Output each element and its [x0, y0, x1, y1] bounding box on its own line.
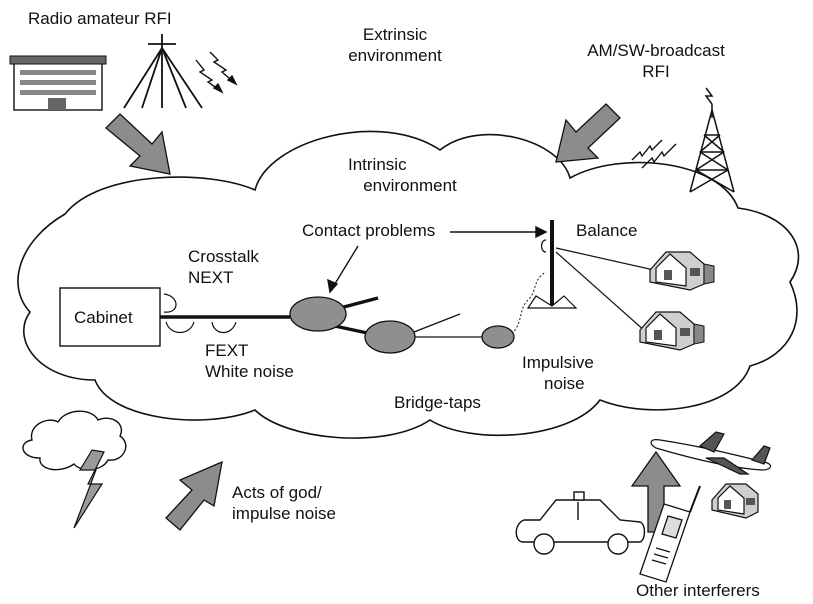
label-am-sw-broadcast: AM/SW-broadcast RFI: [576, 40, 736, 82]
arrow-acts-of-god: [165, 460, 223, 531]
label-next: NEXT: [188, 268, 234, 287]
label-extrinsic-2: environment: [348, 46, 442, 65]
car-icon: [515, 491, 646, 555]
label-noise: noise: [544, 374, 585, 393]
contact-node-2: [364, 320, 416, 354]
broadcast-wave-icon: [631, 139, 677, 169]
contact-node-1: [289, 296, 347, 332]
lightning-bolt-icon: [73, 449, 105, 529]
label-acts-of-god: Acts of god/ impulse noise: [232, 482, 336, 524]
label-bridge-taps: Bridge-taps: [394, 393, 481, 412]
label-impulsive: Impulsive: [522, 353, 594, 372]
mobile-phone-icon: [639, 485, 701, 583]
pointer-arrows: [327, 225, 548, 294]
coupling-arcs: [163, 293, 237, 334]
label-intrinsic-1: Intrinsic: [348, 155, 407, 174]
label-intrinsic-environment: Intrinsic environment: [340, 154, 480, 196]
antenna-mast-icon: [123, 34, 203, 109]
label-radio-amateur: Radio amateur RFI: [28, 9, 172, 28]
label-impulse-noise: impulse noise: [232, 504, 336, 523]
label-extrinsic-1: Extrinsic: [362, 25, 428, 44]
contact-node-3: [481, 325, 515, 349]
building-icon: [9, 55, 107, 111]
intrinsic-environment-cloud: [17, 130, 800, 439]
label-contact-problems: Contact problems: [302, 221, 436, 240]
arrow-am-broadcast: [555, 103, 621, 163]
rf-wave-icon: [195, 51, 238, 94]
label-fext: FEXT: [205, 341, 249, 360]
broadcast-tower-icon: [689, 87, 735, 193]
label-white-noise: White noise: [205, 362, 294, 381]
house-icon-3: [711, 483, 759, 519]
label-cabinet: Cabinet: [74, 308, 133, 327]
label-am-sw-1: AM/SW-broadcast: [587, 41, 725, 60]
house-icon-2: [639, 311, 705, 351]
label-intrinsic-2: environment: [363, 176, 457, 195]
label-other-interferers: Other interferers: [636, 581, 760, 600]
utility-pole-icon: [526, 220, 655, 333]
label-impulsive-noise: Impulsive noise: [522, 352, 594, 394]
label-balance: Balance: [576, 221, 638, 240]
label-crosstalk-next: Crosstalk NEXT: [188, 246, 259, 288]
label-am-sw-2: RFI: [642, 62, 670, 81]
house-icon-1: [649, 251, 715, 291]
label-fext-white-noise: FEXT White noise: [205, 340, 294, 382]
airplane-icon: [650, 431, 772, 475]
label-crosstalk: Crosstalk: [188, 247, 259, 266]
arrow-radio-amateur: [105, 113, 171, 175]
label-extrinsic-environment: Extrinsic environment: [320, 24, 470, 66]
storm-cloud: [22, 410, 127, 471]
label-acts-of-god-1: Acts of god/: [232, 483, 322, 502]
arrow-other-interferers: [630, 450, 682, 533]
